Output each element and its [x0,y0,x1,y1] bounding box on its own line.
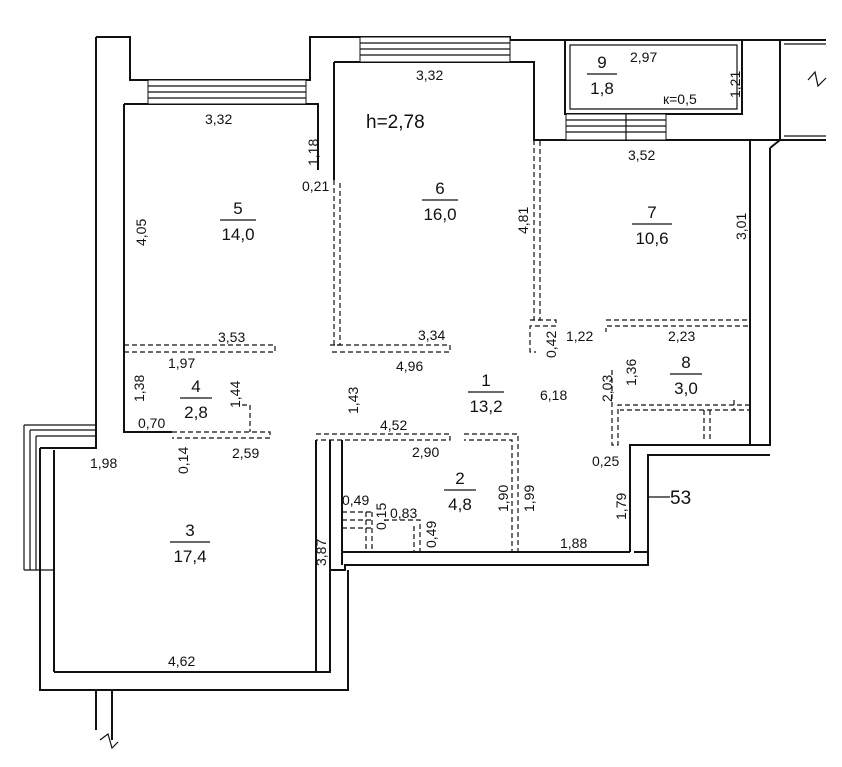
dimension-label: 3,01 [733,213,749,240]
dimension-label: 1,99 [521,485,537,512]
labels: h=2,78 к=0,5 53 5 14,0 6 16,0 7 10,6 9 1… [90,49,749,669]
dimension-label: 1,44 [227,381,243,408]
dimension-label: 3,53 [218,329,245,345]
dimension-label: 3,34 [418,327,445,343]
dimension-label: 4,96 [396,358,423,374]
dimension-label: 0,83 [390,505,417,521]
dimension-label: 3,52 [628,147,655,163]
dimension-label: 1,22 [566,328,593,344]
dimension-label: 1,21 [727,71,743,98]
dimension-label: 0,49 [423,521,439,548]
dimension-label: 1,38 [131,375,147,402]
dimension-label: 2,90 [412,444,439,460]
room-area: 2,8 [184,403,208,422]
room-4: 4 2,8 [180,377,212,422]
exterior-walls [39,36,826,740]
dimension-label: 1,90 [495,485,511,512]
dimension-label: 3,32 [205,111,232,127]
room-6: 6 16,0 [422,179,458,224]
break-marks [99,70,827,750]
room-number: 9 [597,53,606,72]
dimension-label: 4,05 [133,219,149,246]
dimension-label: 4,52 [380,417,407,433]
room-area: 3,0 [674,379,698,398]
room-5: 5 14,0 [220,199,256,244]
room-number: 1 [481,371,490,390]
windows [23,36,667,571]
dimension-label: 3,87 [313,539,329,566]
dimension-label: 0,25 [592,453,619,469]
room-number: 8 [681,353,690,372]
room-8: 8 3,0 [670,353,702,398]
room-number: 7 [647,203,656,222]
dimension-label: 1,79 [613,493,629,520]
dimension-label: 0,14 [175,447,191,474]
room-area: 16,0 [423,205,456,224]
dimension-label: 0,42 [543,331,559,358]
room-area: 14,0 [221,225,254,244]
room-number: 4 [191,377,200,396]
room-number: 3 [185,521,194,540]
dimension-label: 1,97 [168,355,195,371]
balcony-coefficient-label: к=0,5 [663,91,697,107]
room-2: 2 4,8 [444,469,476,514]
room-1: 1 13,2 [468,371,504,416]
dimension-label: 1,43 [345,387,361,414]
dimension-label: 3,32 [416,67,443,83]
ceiling-height-label: h=2,78 [366,112,425,133]
room-area: 17,4 [173,547,206,566]
room-number: 2 [455,469,464,488]
room-number: 6 [435,179,444,198]
room-3: 3 17,4 [170,521,210,566]
partitions [124,140,751,553]
dimension-label: 1,36 [623,359,639,386]
room-area: 10,6 [635,229,668,248]
dimension-label: 0,21 [302,178,329,194]
dimension-label: 2,97 [630,49,657,65]
dimension-label: 4,81 [515,207,531,234]
room-area: 1,8 [590,79,614,98]
dimension-label: 2,03 [599,375,615,402]
dimension-label: 2,59 [232,445,259,461]
room-area: 13,2 [469,397,502,416]
dimension-label: 2,23 [668,328,695,344]
dimension-label: 1,18 [305,139,321,166]
room-number: 5 [233,199,242,218]
dimension-label: 4,62 [168,653,195,669]
dimension-label: 1,88 [560,535,587,551]
dimension-label: 0,70 [138,415,165,431]
room-9: 9 1,8 [587,53,617,98]
dimension-label: 6,18 [540,387,567,403]
external-number-label: 53 [670,488,691,509]
dimension-label: 0,49 [342,492,369,508]
dimension-label: 1,98 [90,455,117,471]
room-area: 4,8 [448,495,472,514]
room-7: 7 10,6 [632,203,672,248]
dimension-label: 0,15 [373,503,389,530]
